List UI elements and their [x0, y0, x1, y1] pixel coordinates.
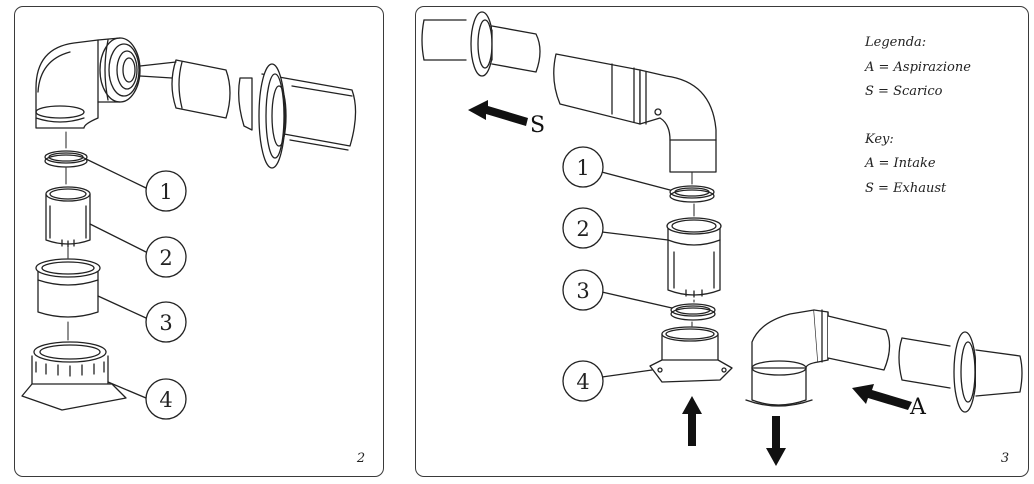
left-part-1-seal: [44, 150, 147, 189]
left-callout-3: 3: [159, 311, 172, 335]
legend-en-intake: A = Intake: [864, 156, 936, 171]
right-part-4-base: [601, 326, 733, 383]
left-part-2-adapter: [45, 186, 147, 253]
right-panel: [415, 6, 1029, 477]
legend-it-exhaust: S = Scarico: [865, 84, 943, 99]
right-top-outer-pipe: [421, 11, 541, 77]
right-page-number: 3: [1001, 451, 1009, 466]
left-callout-1: 1: [159, 180, 172, 204]
legend-en-exhaust: S = Exhaust: [865, 181, 947, 196]
left-axis-line: [65, 131, 69, 341]
left-page-number: 2: [356, 451, 365, 466]
right-callout-4: 4: [576, 370, 589, 394]
right-part-3-seal: [601, 291, 716, 321]
legend-it-title: Legenda:: [864, 35, 926, 50]
legend-en-title: Key:: [864, 132, 894, 147]
left-part-4-base: [21, 341, 147, 411]
right-callout-1: 1: [576, 156, 589, 180]
right-axis-line: [691, 171, 695, 327]
right-intake-assembly: [745, 309, 1023, 413]
right-callout-circles: [562, 146, 604, 402]
down-arrow-icon: [766, 416, 786, 466]
left-callout-circles: [145, 170, 187, 420]
arrow-label-s: S: [530, 113, 545, 138]
left-callout-4: 4: [159, 388, 172, 412]
intake-arrow-a: [852, 384, 912, 410]
left-inner-pipe: [139, 59, 231, 119]
left-elbow: [35, 37, 141, 129]
up-arrow-icon: [682, 396, 702, 446]
right-part-2-adapter: [601, 217, 722, 298]
left-part-3-collar: [35, 258, 147, 319]
left-callout-2: 2: [159, 246, 172, 270]
right-callout-3: 3: [576, 279, 589, 303]
arrow-label-a: A: [909, 395, 927, 420]
right-part-1-seal: [593, 169, 715, 203]
right-top-inner-pipe-and-elbow: [553, 53, 717, 173]
legend-it-intake: A = Aspirazione: [864, 60, 971, 75]
left-outer-pipe: [238, 63, 357, 169]
right-callout-2: 2: [576, 217, 589, 241]
exhaust-arrow-s: [468, 100, 528, 126]
